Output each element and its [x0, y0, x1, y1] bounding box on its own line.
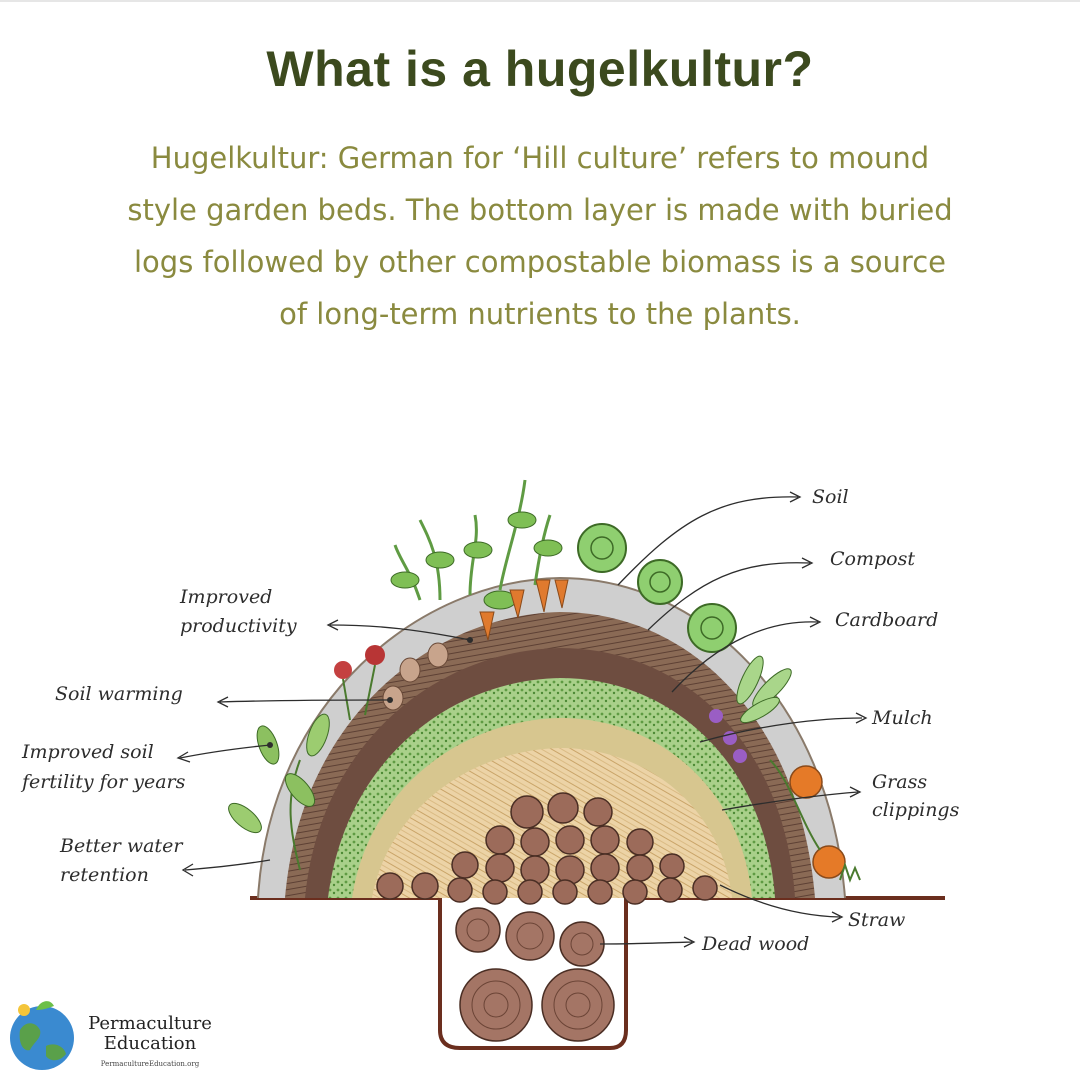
leader-lines-left: [179, 624, 471, 871]
label-soil-warming: Soil warming: [55, 683, 183, 705]
description-text: Hugelkultur: German for ‘Hill culture’ r…: [127, 141, 953, 331]
arrowheads-right: [683, 491, 868, 948]
top-divider: [0, 0, 1080, 2]
label-water-line1: Better water: [60, 835, 183, 857]
label-fertility-line1: Improved soil: [22, 741, 154, 763]
leader-lines-right: [599, 496, 863, 945]
page-title: What is a hugelkultur?: [266, 41, 814, 97]
plants: [228, 479, 861, 883]
label-dead-wood: Dead wood: [702, 933, 810, 955]
label-improved-productivity-line2: productivity: [180, 615, 297, 637]
label-compost: Compost: [830, 548, 915, 570]
ground-line: [250, 896, 945, 1050]
globe-logo-icon: [10, 1001, 74, 1070]
label-mulch: Mulch: [872, 707, 933, 729]
arrowheads-left: [176, 619, 339, 877]
label-cardboard: Cardboard: [835, 609, 939, 631]
mound-layers: [258, 578, 845, 898]
label-soil: Soil: [812, 486, 849, 508]
logo-url: PermacultureEducation.org: [100, 1060, 200, 1068]
mound-logs: [376, 792, 718, 905]
label-straw: Straw: [848, 909, 906, 931]
logo-name-line1: Permaculture: [88, 1013, 212, 1034]
trench-logs: [455, 907, 615, 1042]
label-water-line2: retention: [60, 864, 149, 886]
logo-name-line2: Education: [103, 1033, 197, 1054]
label-improved-productivity-line1: Improved: [180, 586, 273, 608]
label-fertility-line2: fertility for years: [22, 771, 186, 793]
logo-name: Permaculture Education: [84, 1014, 216, 1054]
label-grass-clippings: Grass clippings: [872, 771, 960, 821]
